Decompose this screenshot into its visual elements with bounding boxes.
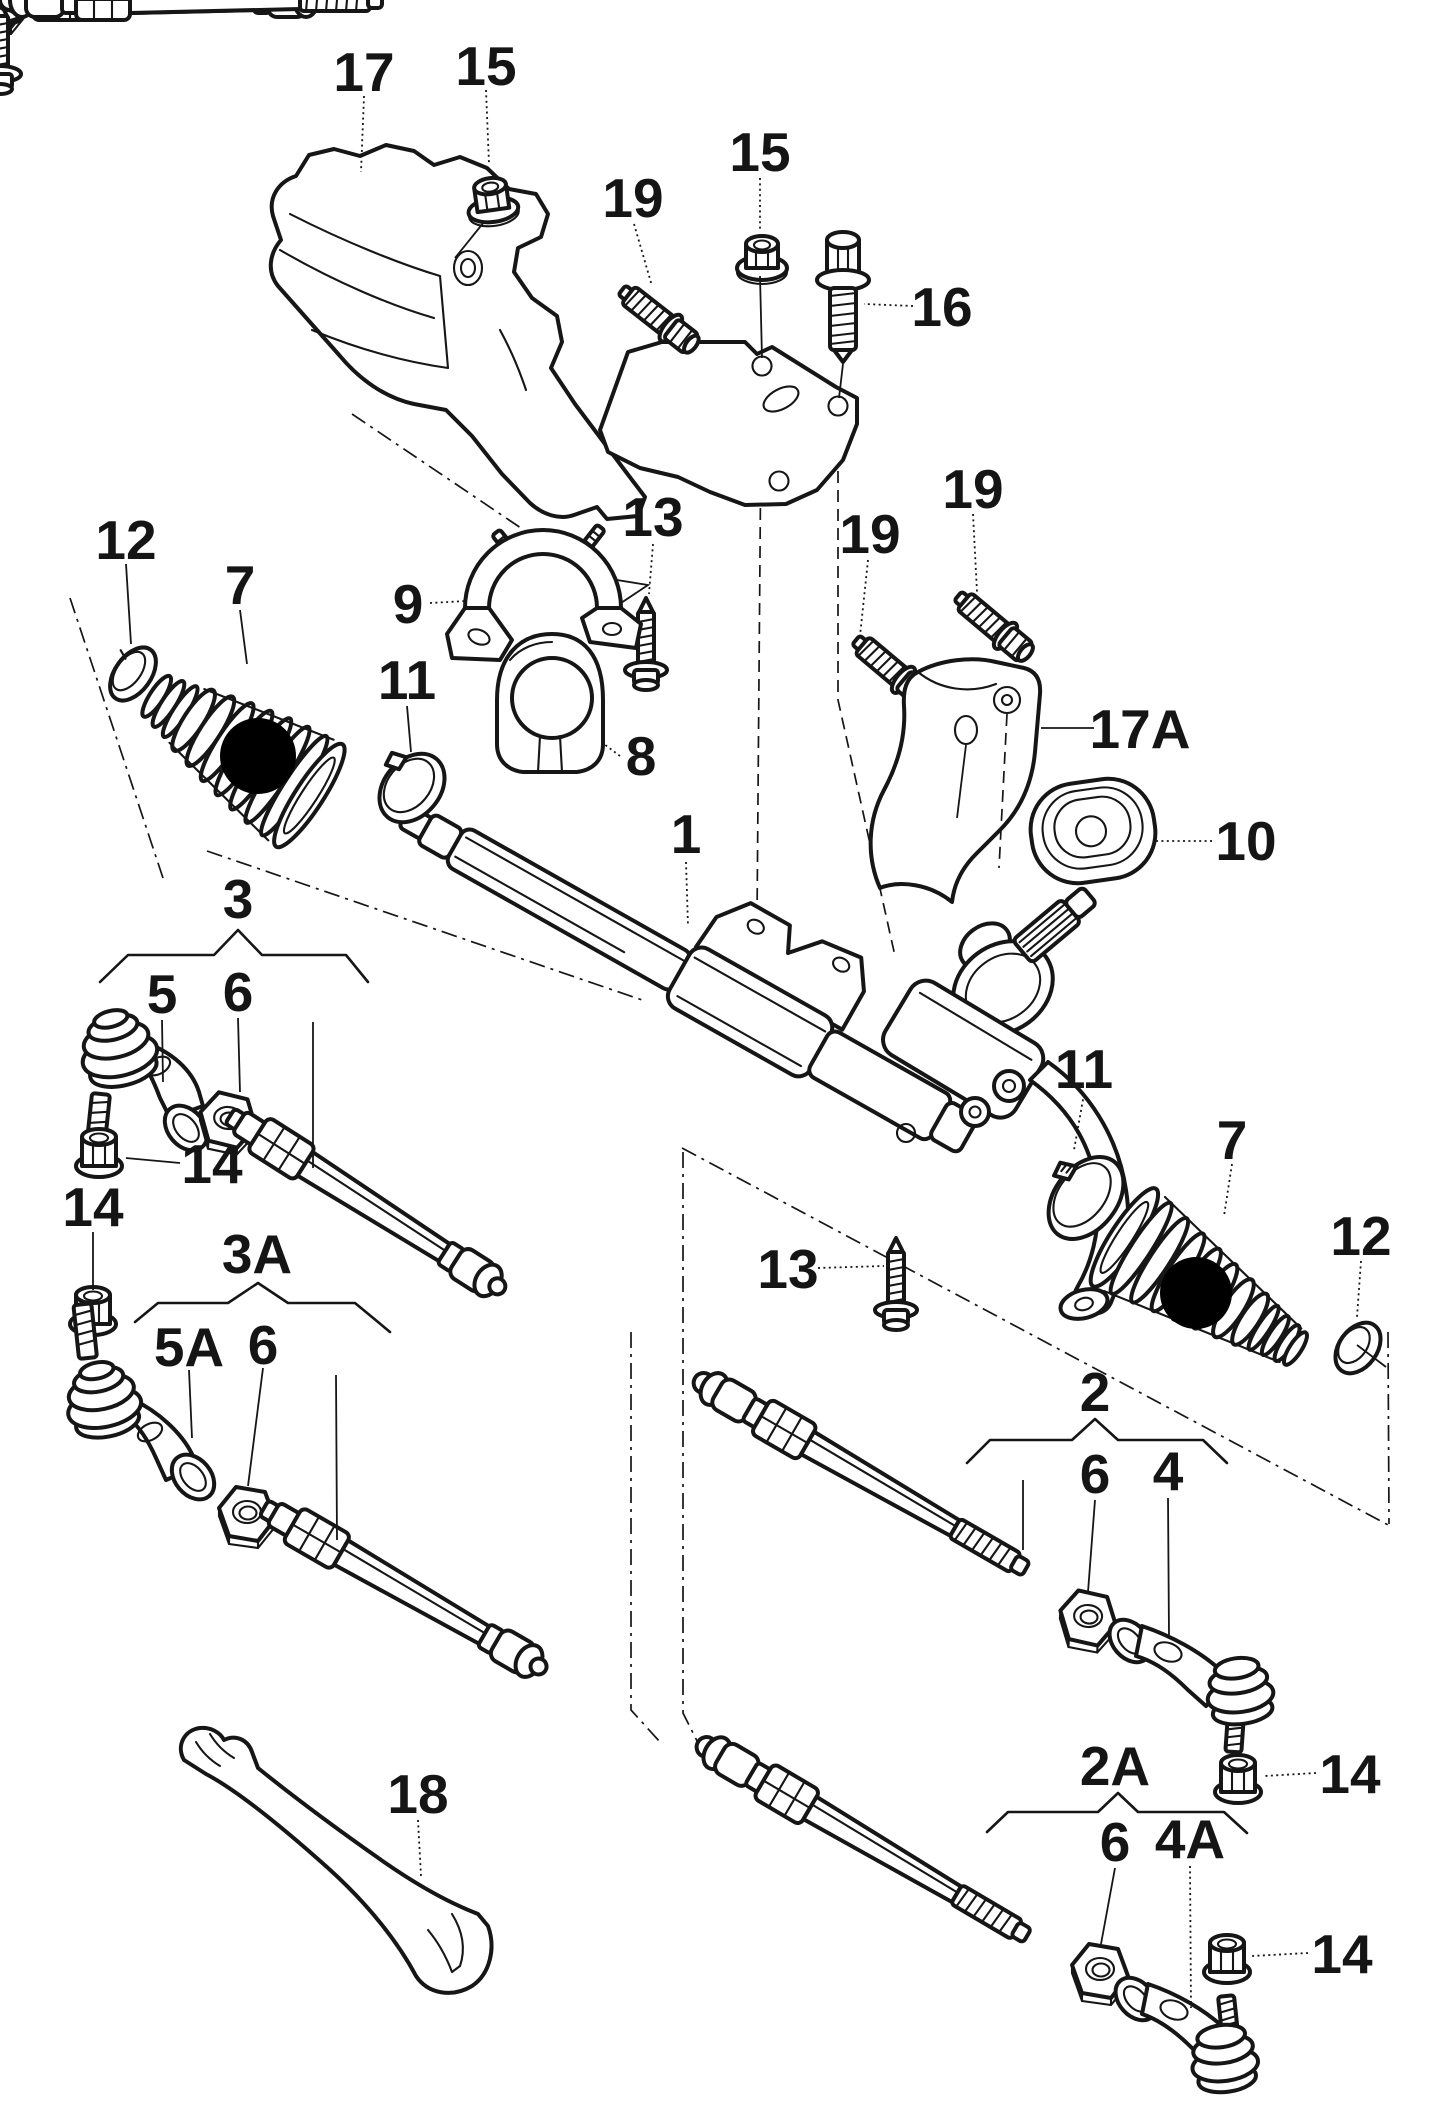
callout-4[interactable]: 4 [1153,1440,1184,1502]
part-2-rod-art [683,1358,1038,1589]
callout-13a[interactable]: 13 [622,486,683,548]
callout-6c[interactable]: 6 [1080,1443,1111,1505]
callout-19a[interactable]: 19 [602,167,663,229]
part-8-art [495,632,605,774]
callout-1[interactable]: 1 [671,803,702,865]
part-17A-art [868,657,1043,904]
part-3A-rod-art [252,1488,558,1690]
callout-4A[interactable]: 4A [1155,1808,1225,1870]
callout-19c[interactable]: 19 [942,458,1003,520]
part-14-nut-a [74,1127,124,1179]
part-11-clamp-right [1046,1155,1126,1241]
part-2A-rod-art [685,1722,1040,1956]
part-1-art [398,805,1131,1321]
part-9-art [445,523,643,662]
highlight-dot-right [1160,1257,1232,1329]
part-14-nut-d [1202,1933,1252,1985]
callout-9[interactable]: 9 [393,573,424,635]
callout-6d[interactable]: 6 [1100,1811,1131,1873]
callout-17A[interactable]: 17A [1090,698,1191,760]
part-5A-art [66,1301,217,1502]
part-7-boot-right [1088,1186,1309,1367]
callout-16[interactable]: 16 [911,276,972,338]
callout-5A[interactable]: 5A [154,1316,224,1378]
callout-7b[interactable]: 7 [1217,1109,1248,1171]
callout-3A[interactable]: 3A [222,1223,292,1285]
part-11-clamp-left [377,750,447,825]
callout-6a[interactable]: 6 [223,961,254,1023]
callout-2[interactable]: 2 [1080,1361,1111,1423]
part-17-art [268,143,859,521]
part-16-bolt [815,230,871,364]
callout-14a[interactable]: 14 [181,1133,243,1195]
callout-7a[interactable]: 7 [225,554,256,616]
callout-10[interactable]: 10 [1215,810,1276,872]
part-4-art [1107,1617,1276,1755]
part-10-art [1028,776,1158,886]
callout-6b[interactable]: 6 [248,1314,279,1376]
callout-14c[interactable]: 14 [1319,1743,1381,1805]
leader-lines [92,89,1362,2009]
callout-2A[interactable]: 2A [1080,1735,1150,1797]
callout-13b[interactable]: 13 [757,1238,818,1300]
callout-3[interactable]: 3 [223,868,254,930]
part-14-nut-c [1213,1753,1263,1805]
part-15-nut-right [735,234,789,286]
callout-5[interactable]: 5 [147,963,178,1025]
callout-19b[interactable]: 19 [839,503,900,565]
callout-12b[interactable]: 12 [1330,1205,1391,1267]
callout-11a[interactable]: 11 [378,649,436,711]
highlight-dot-left [220,718,296,794]
construction-lines [69,413,1391,1752]
part-18-art [178,1725,494,1995]
group-braces [98,928,1249,1835]
part-12-ring-right [1333,1320,1387,1376]
callout-15b[interactable]: 15 [729,121,790,183]
callout-8[interactable]: 8 [626,725,657,787]
part-6-nut-c [1058,1590,1117,1654]
part-7-boot-left [140,673,347,850]
callout-11b[interactable]: 11 [1055,1038,1113,1100]
callout-15a[interactable]: 15 [455,35,516,97]
callout-12a[interactable]: 12 [95,509,156,571]
inner-tie-rod-template-b [0,0,384,22]
callout-14d[interactable]: 14 [1311,1923,1373,1985]
callout-18[interactable]: 18 [387,1763,448,1825]
callout-14b[interactable]: 14 [62,1176,124,1238]
callout-17[interactable]: 17 [333,41,394,103]
part-19-bolt-mid-right [945,581,1042,671]
part-12-ring-left [108,645,158,703]
part-13-screw-bottom [873,1236,919,1332]
part-4A-art [1113,1975,1261,2095]
